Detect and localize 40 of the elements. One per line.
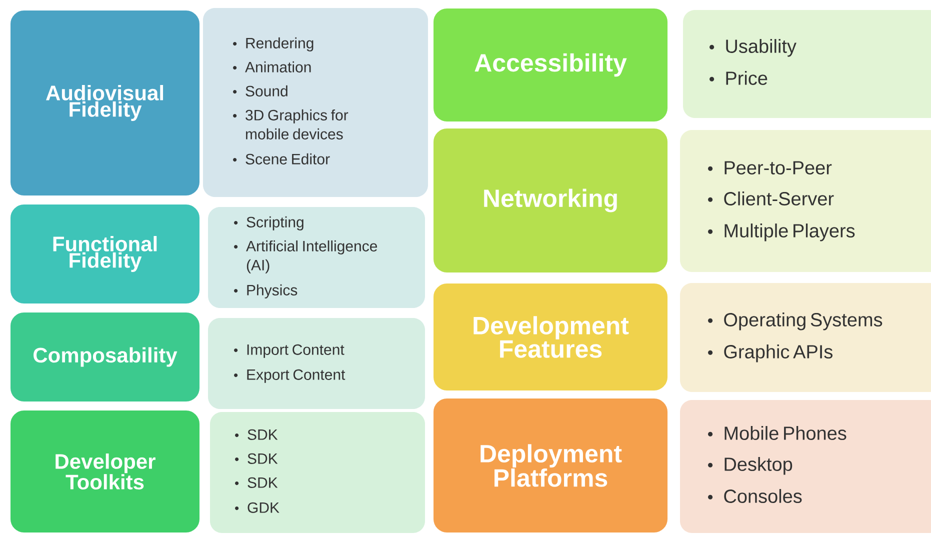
list-item: SDK [235, 429, 278, 440]
list-item: Rendering [233, 37, 314, 52]
list-item: Import Content [234, 344, 344, 358]
bullet-panel [210, 412, 425, 533]
category-box: Development Features [432, 282, 668, 392]
category-box: Networking [432, 128, 668, 274]
list-item: Consoles [708, 489, 802, 503]
bullet-panel [683, 10, 931, 118]
list-item: SDK [235, 477, 278, 488]
category-box: Deployment Platforms [432, 398, 668, 534]
list-item: Desktop [708, 457, 792, 475]
category-box: Functional Fidelity [10, 204, 200, 304]
list-item: Mobile Phones [708, 426, 846, 440]
category-box: Accessibility [432, 8, 668, 122]
list-item: Artificial Intelligence (AI) [234, 240, 378, 274]
list-item: 3D Graphics for mobile devices [233, 109, 348, 140]
list-item: Scene Editor [233, 153, 330, 164]
list-item: Peer-to-Peer [708, 161, 832, 174]
list-item: Multiple Players [708, 224, 855, 242]
list-item: Operating Systems [708, 312, 882, 330]
bullet-panel [680, 400, 931, 533]
list-item: Client-Server [708, 192, 834, 206]
list-item: Graphic APIs [708, 344, 832, 362]
list-item: SDK [235, 453, 278, 464]
bullet-panel [208, 318, 425, 409]
list-item: GDK [235, 502, 280, 513]
list-item: Physics [234, 284, 298, 298]
list-item: Sound [233, 85, 288, 96]
list-item: Animation [233, 61, 311, 72]
category-box: Audiovisual Fidelity [10, 10, 200, 196]
bullet-panel [680, 283, 931, 392]
category-box: Developer Toolkits [10, 410, 200, 534]
bullet-panel [208, 207, 425, 308]
list-item: Price [710, 71, 768, 85]
list-item: Usability [710, 39, 796, 57]
category-box: Composability [10, 312, 200, 402]
bullet-panel [203, 8, 428, 197]
list-item: Export Content [234, 369, 346, 383]
list-item: Scripting [234, 216, 304, 230]
bullet-panel [680, 130, 931, 272]
